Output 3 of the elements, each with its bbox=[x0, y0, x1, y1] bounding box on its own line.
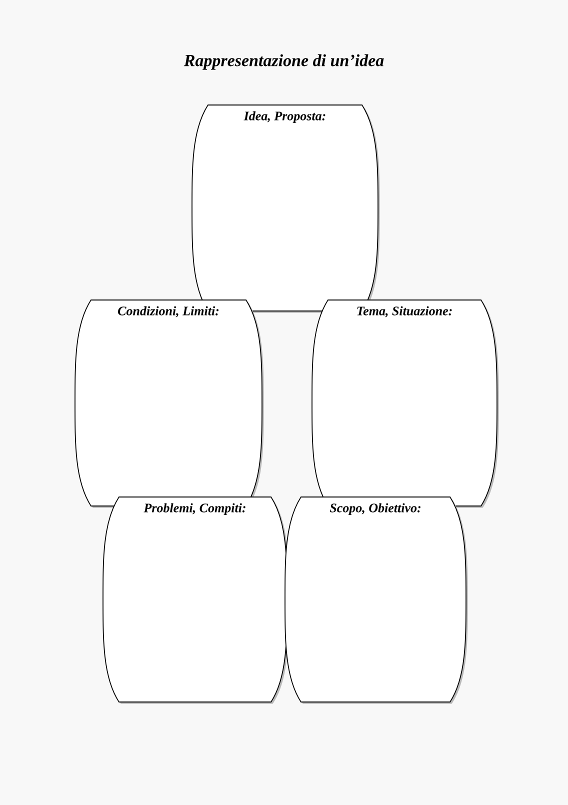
rounded-box: Problemi, Compiti: bbox=[102, 496, 289, 704]
rounded-box: Scopo, Obiettivo: bbox=[284, 496, 468, 704]
title: Rappresentazione di un’idea bbox=[184, 54, 384, 70]
